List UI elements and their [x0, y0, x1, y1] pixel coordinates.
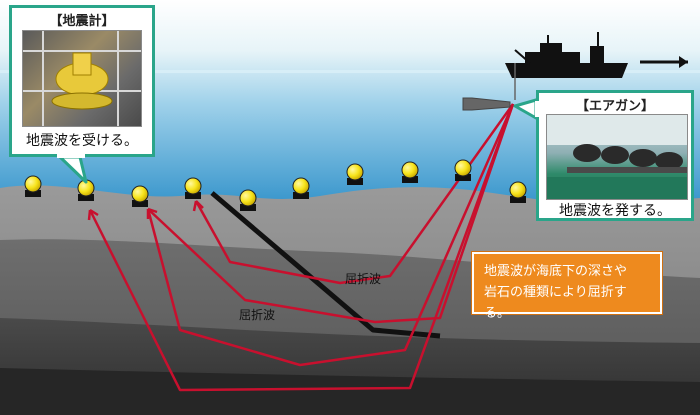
ray-arrowhead-1	[192, 200, 204, 212]
fault-line	[210, 191, 441, 339]
seismometer-icon	[401, 161, 419, 183]
seismometer-icon	[24, 175, 42, 197]
seismic-rays	[87, 103, 515, 392]
seismometer-icon	[239, 189, 257, 211]
ship-icon	[505, 32, 628, 100]
seismometer-photo	[22, 30, 142, 127]
seismometer-icon	[184, 177, 202, 199]
note-line-1: 地震波が海底下の深さや	[484, 264, 628, 279]
airgun-callout-caption: 地震波を発する。	[559, 203, 671, 219]
seismometer-callout-title: 【地震計】	[49, 14, 115, 29]
seismometer-icon	[131, 185, 149, 207]
seismometer-icon	[292, 177, 310, 199]
refraction-label-upper: 屈折波	[345, 272, 382, 286]
seismometer-photo-graphic	[23, 31, 141, 126]
airgun-photo-graphic	[547, 115, 687, 199]
arrow-right-icon	[640, 56, 688, 68]
note-line-2: 岩石の種類により屈折する。	[484, 285, 627, 321]
ray-path-2	[147, 103, 515, 324]
seismometer-icon	[77, 179, 95, 201]
airgun-callout-title: 【エアガン】	[575, 99, 654, 114]
seismometer-callout-caption: 地震波を受ける。	[26, 133, 138, 149]
seismometer-icon	[509, 181, 527, 203]
ray-path-1	[194, 103, 515, 285]
seismometer-row	[24, 159, 527, 211]
ray-path-3	[146, 103, 515, 367]
airgun-photo	[546, 114, 688, 200]
sea-surface	[0, 70, 700, 73]
airgun-icon	[462, 97, 511, 111]
ray-arrowhead-2	[146, 207, 158, 219]
seismometer-icon	[454, 159, 472, 181]
refraction-label-lower: 屈折波	[239, 308, 276, 322]
seismometer-icon	[346, 163, 364, 185]
ray-path-4	[88, 103, 515, 392]
refraction-note-box: 地震波が海底下の深さや 岩石の種類により屈折する。	[472, 252, 662, 321]
ray-arrowhead-3	[87, 208, 99, 221]
